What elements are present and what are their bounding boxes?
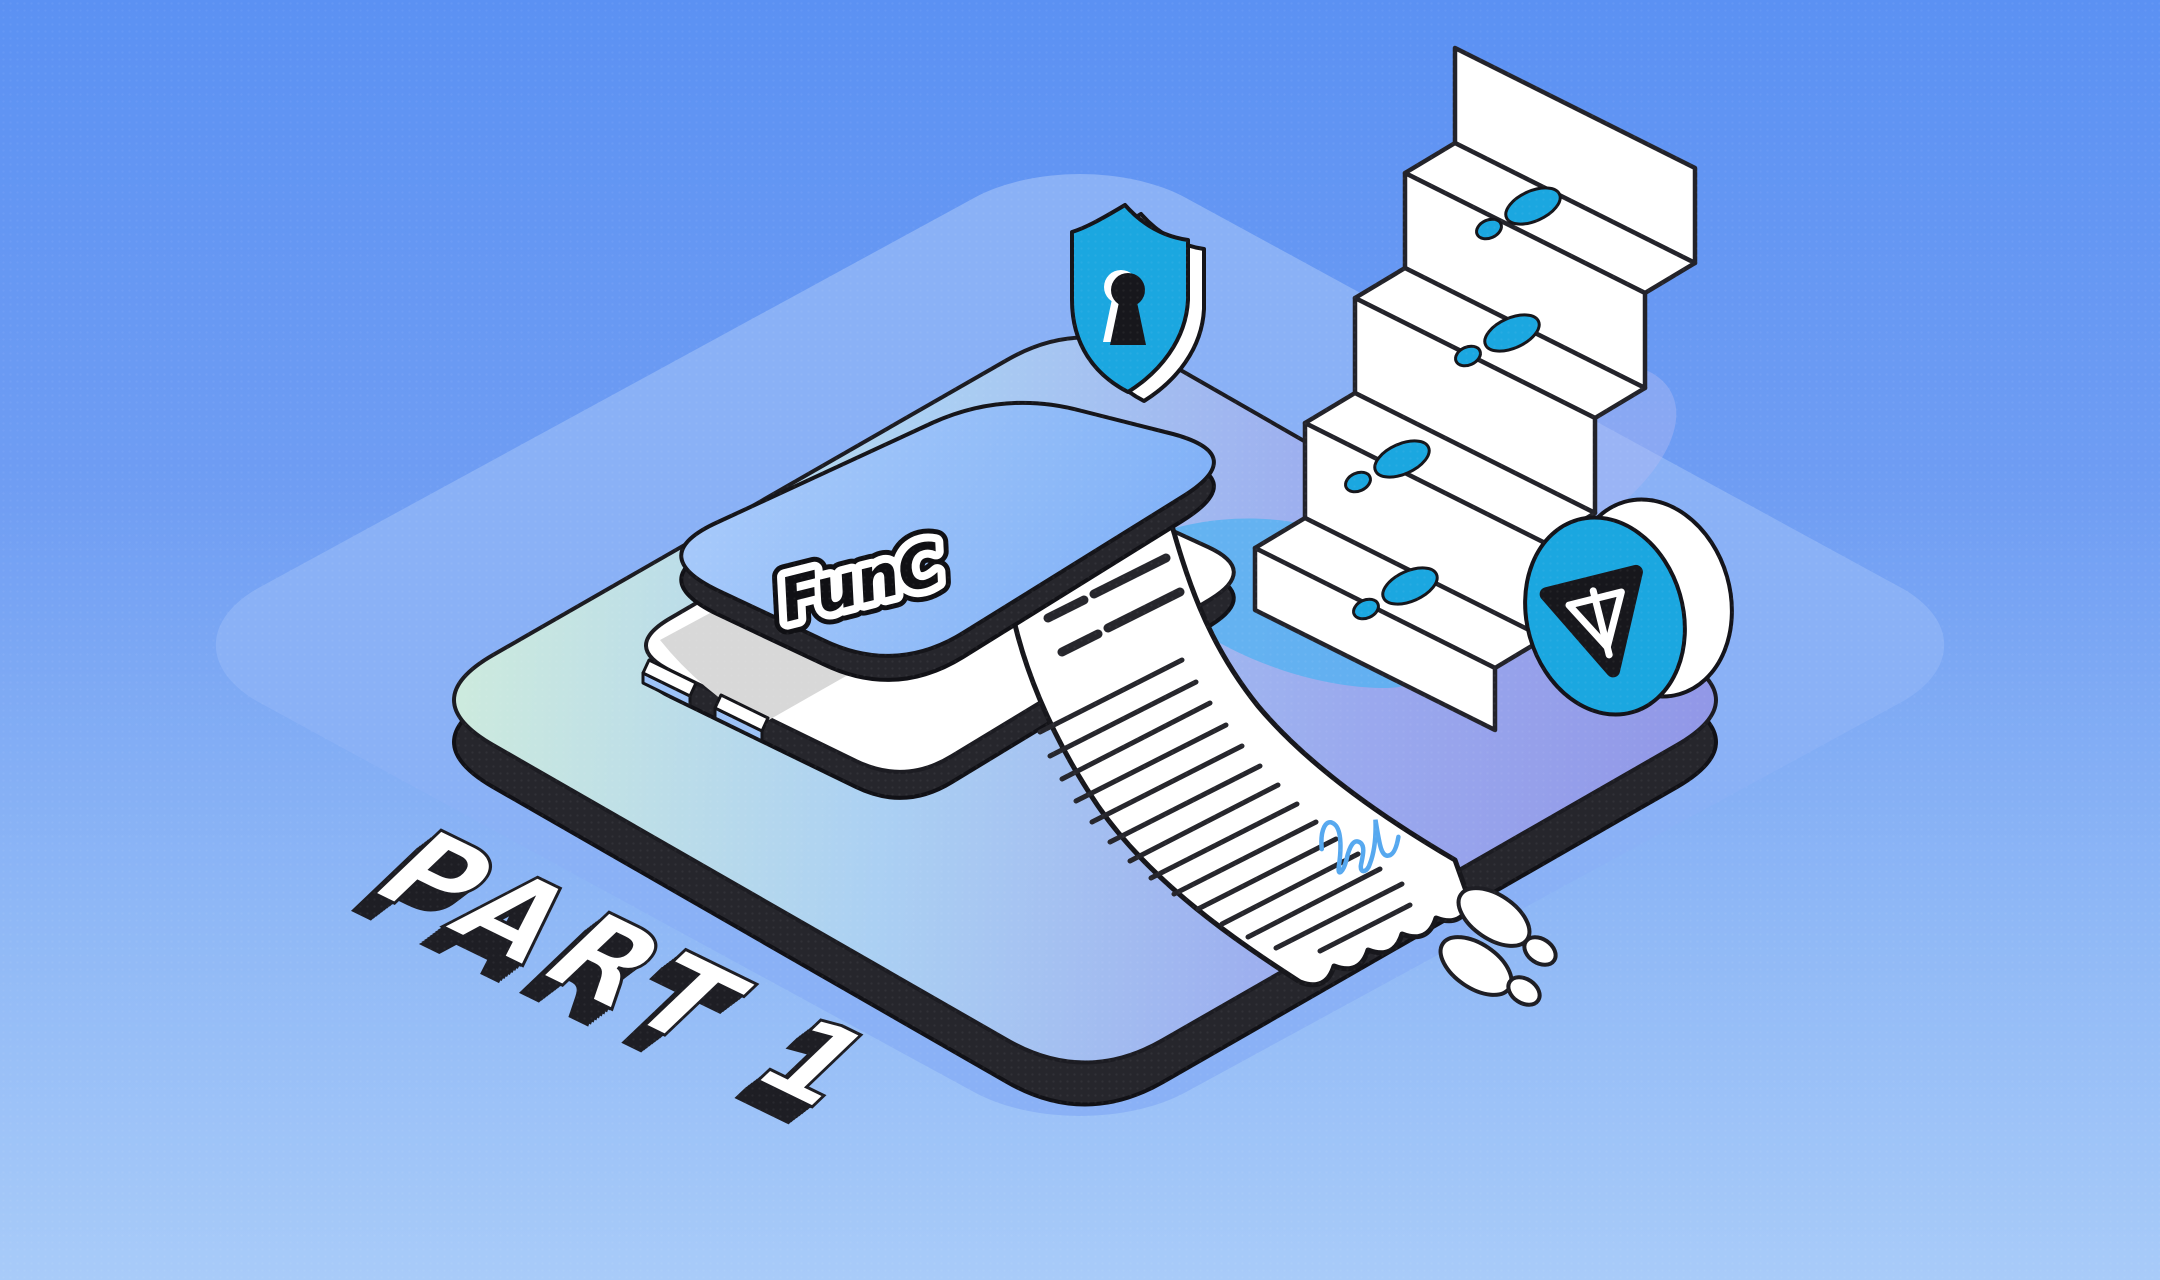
signature: [1319, 819, 1401, 875]
port-top: [641, 658, 698, 698]
footprint-icon: [1522, 935, 1558, 967]
footprint-icon: [1475, 217, 1503, 241]
laptop-icon: FunC FunC FunC: [641, 400, 1473, 988]
footprint-icon: [1352, 597, 1380, 621]
signed-receipt-icon: [1005, 509, 1473, 988]
stair-riser: [1252, 545, 1498, 733]
footprint-icon: [1381, 566, 1439, 606]
receipt-header-lines: [1043, 553, 1185, 657]
footprint-icon: [1506, 975, 1542, 1007]
footprint-icon: [1373, 439, 1431, 479]
laptop-ports: [641, 658, 770, 743]
footprint-icon: [1483, 313, 1541, 353]
ton-coin-icon: [1523, 497, 1734, 717]
laptop-lid: [679, 400, 1216, 658]
footprint-icon: [1504, 186, 1562, 226]
ton-logo-icon: [1539, 564, 1643, 678]
shield-lock-icon: [1070, 203, 1206, 403]
keyhole-icon: [1110, 273, 1146, 345]
footprint-icon: [1344, 470, 1372, 494]
port-top: [713, 693, 770, 733]
stair-footprints: [1344, 186, 1562, 621]
receipt-body-lines: [1037, 657, 1413, 954]
footsteps-icon: [1438, 886, 1558, 1007]
footprint-icon: [1454, 344, 1482, 368]
